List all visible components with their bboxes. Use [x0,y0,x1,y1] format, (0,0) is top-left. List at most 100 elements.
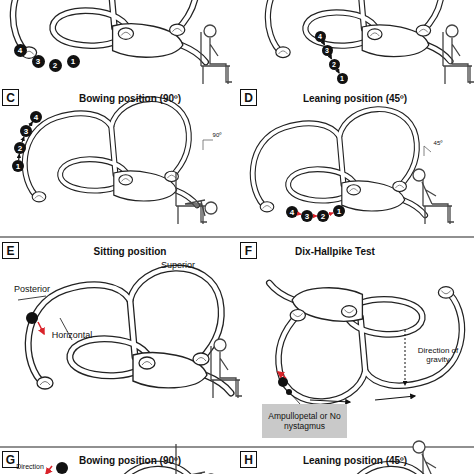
canal-name: Posterior [14,285,50,295]
callout-number: 2 [49,59,62,72]
cupula [142,362,152,366]
ampulla [342,306,357,317]
callout-number: 1 [337,73,348,84]
labyrinth-drawing [269,283,462,402]
labyrinth-drawing [25,99,197,205]
panel-letter: D [244,91,253,105]
panel-letter-box: D [240,89,257,106]
callout-number-text: 4 [34,113,38,122]
canal-name: Superior [161,261,195,271]
otolith-mass [26,312,38,324]
callout-number-text: 2 [18,144,22,153]
result-box: Ampullopetal or No nystagmus [262,404,347,438]
flow-arrow [310,400,350,402]
gravity-note: Direction of gravity [411,347,466,365]
cupula [293,313,303,316]
head-outline [214,339,226,351]
callout-number: 1 [333,205,345,217]
person-figure [413,169,454,224]
callout-number-text: 2 [53,61,57,70]
canal-outline [427,45,450,61]
ampulla [290,310,305,321]
canal-outline [339,136,343,184]
callout-number-text: 4 [318,33,322,40]
callout-number-text: 1 [16,162,20,171]
cupula [167,175,176,178]
head-outline [446,25,458,37]
callout-number-text: 4 [290,208,294,217]
person-figure [413,441,454,474]
panel-letter: C [6,91,15,105]
canal-outline [269,283,294,300]
canal-lumen [111,126,115,174]
callout-number-text: 3 [325,47,329,54]
callout-number-text: 3 [305,212,309,221]
labyrinth-drawing [253,109,425,215]
head-outline [205,202,217,214]
cupula [441,291,451,294]
body-outline [220,352,242,396]
angle-label: 45º [434,140,443,147]
canal-lumen [403,200,425,215]
movement-arrow [38,322,44,334]
cupula [395,185,404,188]
callout-number: 3 [301,210,313,222]
head-outline [413,169,425,181]
callout-number: 1 [12,160,24,172]
movement-connector [329,55,331,59]
cupula [172,28,182,31]
head-outline [204,25,216,37]
otolith-mass [278,377,288,387]
panel-title: Leaning position (45º) [303,93,407,104]
canal-lumen [130,300,135,357]
leader-line [292,395,300,404]
ampulla [368,29,382,40]
cupula [196,358,206,362]
movement-arrow [46,466,52,474]
movement-connector [22,137,24,143]
movement-arrow [278,372,286,378]
head-outline [413,441,425,453]
panel-letter-box: H [240,451,257,468]
callout-number: 4 [14,44,27,57]
labyrinth-drawing [268,0,451,61]
canal-lumen [279,314,366,401]
person-figure [176,172,217,224]
panel-letter-box: F [240,242,257,259]
cupula [419,29,428,32]
cupula [263,206,272,209]
canal-lumen [181,45,206,62]
callout-number: 2 [14,142,26,154]
person-figure [201,25,232,84]
body-outline [422,182,454,222]
labyrinth-drawing [13,0,206,62]
ampulla [260,202,274,212]
canal-outline [181,45,206,62]
callout-number-text: 1 [340,75,344,82]
movement-connector [298,213,301,215]
callout-number: 3 [32,55,45,68]
ampulla [170,24,185,35]
panel-title: Sitting position [94,246,167,257]
canal-outline [403,200,425,215]
movement-connector [329,213,334,214]
callout-number-text: 3 [36,57,40,66]
canal-lumen [111,99,189,177]
panel-letter: G [6,453,15,467]
panel-letter-box: C [2,89,19,106]
movement-connector [337,69,340,73]
ampulla [438,287,453,298]
angle-label: 90º [213,132,222,139]
movement-connector [29,122,32,126]
cupula [349,189,358,192]
flow-arrow [375,396,415,400]
otolith-mass [56,462,68,474]
person-figure [443,25,474,84]
canal-lumen [269,283,294,300]
panel-separator [0,446,474,447]
callout-number: 4 [315,31,326,42]
callout-number: 3 [322,45,333,56]
